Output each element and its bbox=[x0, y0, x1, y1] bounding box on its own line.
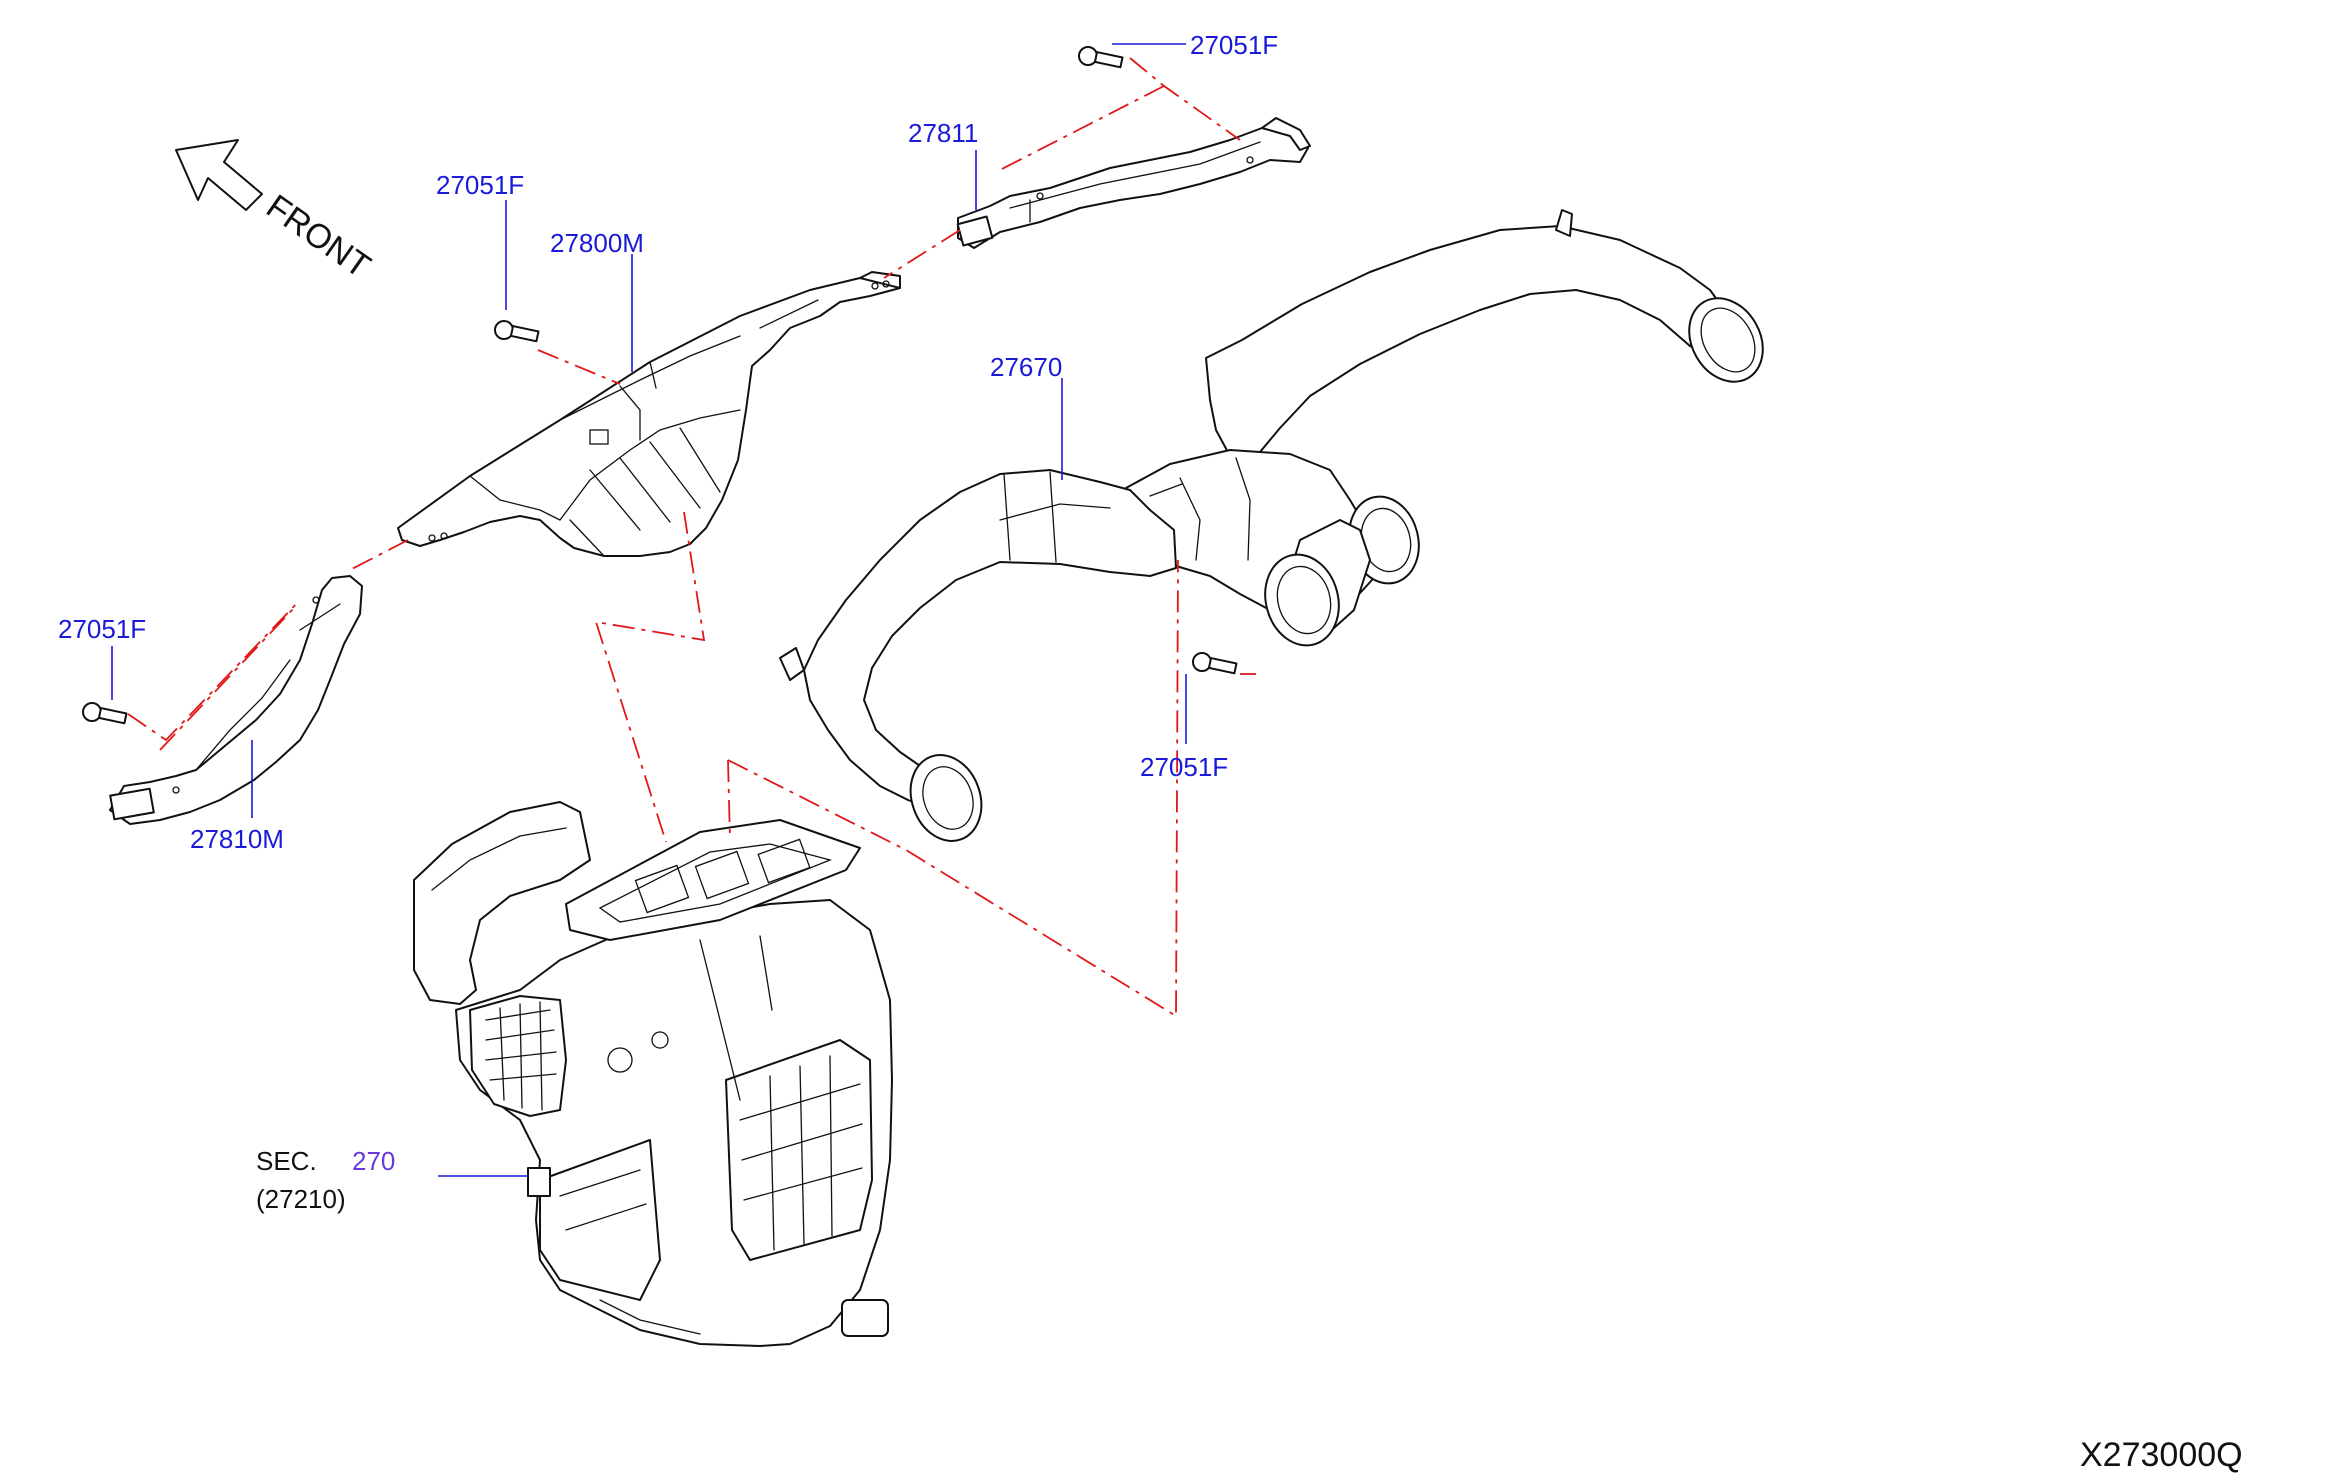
side-vent-duct-right bbox=[956, 117, 1311, 249]
callout-floor-duct: 27670 bbox=[990, 352, 1062, 382]
bolt-icon-top-left bbox=[494, 320, 540, 343]
callout-bolt-right: 27051F bbox=[1140, 752, 1228, 782]
callout-center-duct: 27800M bbox=[550, 228, 644, 258]
bolt-icon-left bbox=[82, 702, 128, 725]
callout-bolt-top-right: 27051F bbox=[1190, 30, 1278, 60]
defroster-duct-center bbox=[397, 271, 901, 557]
side-vent-duct-left bbox=[109, 575, 363, 825]
bolt-icon-right bbox=[1192, 652, 1238, 675]
callout-bolt-left: 27051F bbox=[58, 614, 146, 644]
diagram-code: X273000Q bbox=[2080, 1436, 2243, 1474]
front-arrow-icon bbox=[175, 139, 263, 211]
section-number-link[interactable]: 270 bbox=[352, 1146, 395, 1176]
callout-duct-right-upper: 27811 bbox=[908, 118, 978, 148]
assembly-lines bbox=[127, 57, 1256, 1018]
bolt-icon-top-right bbox=[1078, 46, 1124, 69]
rear-floor-duct bbox=[779, 209, 1764, 842]
callout-duct-left-lower: 27810M bbox=[190, 824, 284, 854]
callout-bolt-top-left: 27051F bbox=[436, 170, 524, 200]
heater-unit-assembly bbox=[413, 801, 893, 1347]
front-label: FRONT bbox=[259, 187, 377, 285]
section-part-number: (27210) bbox=[256, 1184, 346, 1214]
section-prefix: SEC. bbox=[256, 1146, 317, 1176]
leader-lines bbox=[111, 43, 1187, 1177]
